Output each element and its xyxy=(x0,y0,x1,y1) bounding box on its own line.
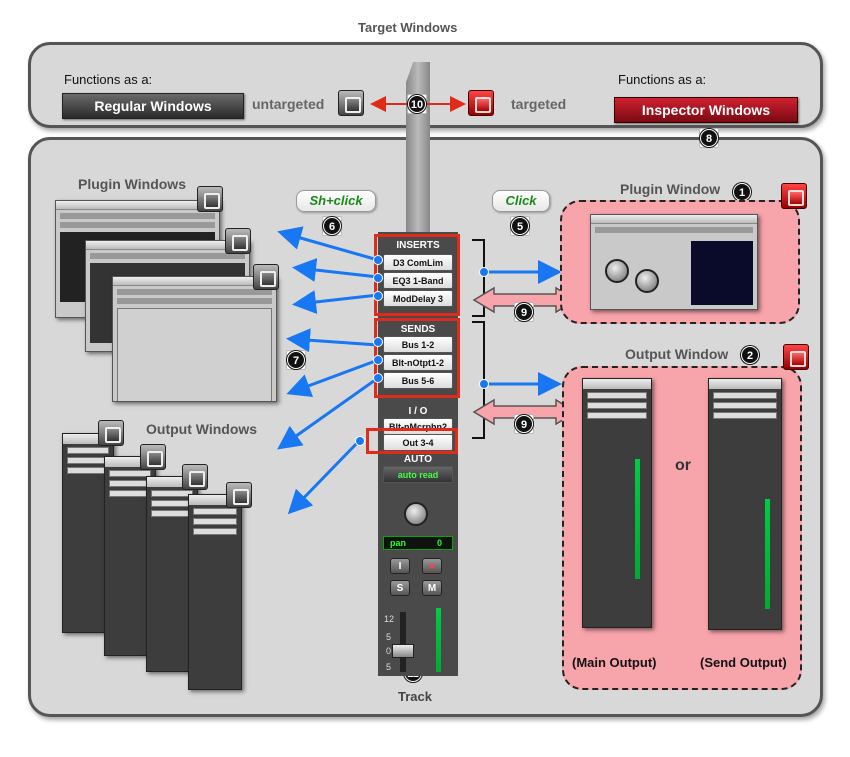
send-slot-1[interactable]: Bus 1-2 xyxy=(383,336,453,353)
marker-6: 6 xyxy=(322,216,342,236)
insert-dot-3 xyxy=(373,291,383,301)
track-label: Track xyxy=(398,689,432,704)
untargeted-label: untargeted xyxy=(252,96,325,112)
or-label: or xyxy=(675,457,691,474)
output-windows-label: Output Windows xyxy=(146,421,258,437)
sends-header: SENDS xyxy=(400,324,436,335)
output-window-label: Output Window xyxy=(625,346,729,362)
plugin-2-target-icon[interactable] xyxy=(225,228,251,254)
inspector-output-target-icon[interactable] xyxy=(783,344,809,370)
marker-7: 7 xyxy=(286,350,306,370)
scale-0: 0 xyxy=(386,646,392,656)
auto-mode-selector[interactable]: auto read xyxy=(383,466,453,483)
main-output-label: (Main Output) xyxy=(572,655,657,670)
auto-header: AUTO xyxy=(403,454,433,465)
send-slot-2[interactable]: Blt-nOtpt1-2 xyxy=(383,354,453,371)
fader-track xyxy=(400,612,406,672)
io-header: I / O xyxy=(408,406,428,417)
marker-8: 8 xyxy=(699,128,719,148)
fader-handle[interactable] xyxy=(392,644,414,658)
inspector-main-output-window[interactable] xyxy=(582,378,652,628)
functions-as-left: Functions as a: xyxy=(64,72,153,87)
insert-dot-1 xyxy=(373,255,383,265)
marker-5: 5 xyxy=(510,216,530,236)
inspector-plugin-target-icon[interactable] xyxy=(781,183,807,209)
marker-9b: 9 xyxy=(514,414,534,434)
marker-2: 2 xyxy=(741,346,759,364)
mute-button[interactable]: M xyxy=(422,580,442,596)
insert-slot-1[interactable]: D3 ComLim xyxy=(383,254,453,271)
targeted-target-icon[interactable] xyxy=(468,90,494,116)
scale-5b: 5 xyxy=(386,662,392,672)
scale-5: 5 xyxy=(386,632,392,642)
output-window-stack-4[interactable] xyxy=(188,494,242,690)
sends-highlight xyxy=(374,318,460,398)
inserts-header: INSERTS xyxy=(396,240,440,251)
output-2-target-icon[interactable] xyxy=(140,444,166,470)
send-dot-2 xyxy=(373,355,383,365)
plugin-window-label: Plugin Window xyxy=(620,181,721,197)
output-4-target-icon[interactable] xyxy=(226,482,252,508)
inspector-plugin-window[interactable] xyxy=(590,214,758,310)
inspector-send-output-window[interactable] xyxy=(708,378,782,630)
track-beam xyxy=(406,62,430,232)
scale-12: 12 xyxy=(384,614,395,624)
input-monitor-button[interactable]: I xyxy=(390,558,410,574)
bracket-dot-2 xyxy=(479,379,489,389)
send-output-label: (Send Output) xyxy=(700,655,787,670)
bracket-dot-1 xyxy=(479,267,489,277)
pan-readout: pan 0 xyxy=(383,536,453,550)
marker-1: 1 xyxy=(733,183,751,201)
plugin-1-target-icon[interactable] xyxy=(197,186,223,212)
record-button[interactable]: ● xyxy=(422,558,442,574)
page-title: Target Windows xyxy=(358,20,458,35)
marker-10: 10 xyxy=(407,94,427,114)
plugin-window-stack-3[interactable] xyxy=(112,276,277,402)
output-dot xyxy=(355,436,365,446)
marker-9a: 9 xyxy=(514,302,534,322)
click-pill: Click xyxy=(492,190,550,212)
untargeted-target-icon[interactable] xyxy=(338,90,364,116)
inspector-windows-label: Inspector Windows xyxy=(614,97,798,123)
output-1-target-icon[interactable] xyxy=(98,420,124,446)
send-slot-3[interactable]: Bus 5-6 xyxy=(383,372,453,389)
insert-slot-2[interactable]: EQ3 1-Band xyxy=(383,272,453,289)
insert-dot-2 xyxy=(373,273,383,283)
plugin-3-target-icon[interactable] xyxy=(253,264,279,290)
io-output-selector[interactable]: Out 3-4 xyxy=(383,434,453,451)
pan-label: pan xyxy=(390,538,407,548)
shift-click-pill: Sh+click xyxy=(296,190,376,212)
level-meter xyxy=(436,608,441,672)
output-highlight xyxy=(366,428,458,454)
send-dot-3 xyxy=(373,373,383,383)
send-dot-1 xyxy=(373,337,383,347)
regular-windows-label: Regular Windows xyxy=(62,93,244,119)
track-strip: INSERTS D3 ComLim EQ3 1-Band ModDelay 3 … xyxy=(378,232,458,676)
insert-slot-3[interactable]: ModDelay 3 xyxy=(383,290,453,307)
output-3-target-icon[interactable] xyxy=(182,464,208,490)
pan-value: 0 xyxy=(436,538,442,548)
inserts-highlight xyxy=(374,234,460,316)
plugin-windows-label: Plugin Windows xyxy=(78,176,186,192)
pan-knob[interactable] xyxy=(404,502,428,526)
solo-button[interactable]: S xyxy=(390,580,410,596)
functions-as-right: Functions as a: xyxy=(618,72,707,87)
targeted-label: targeted xyxy=(511,96,567,112)
